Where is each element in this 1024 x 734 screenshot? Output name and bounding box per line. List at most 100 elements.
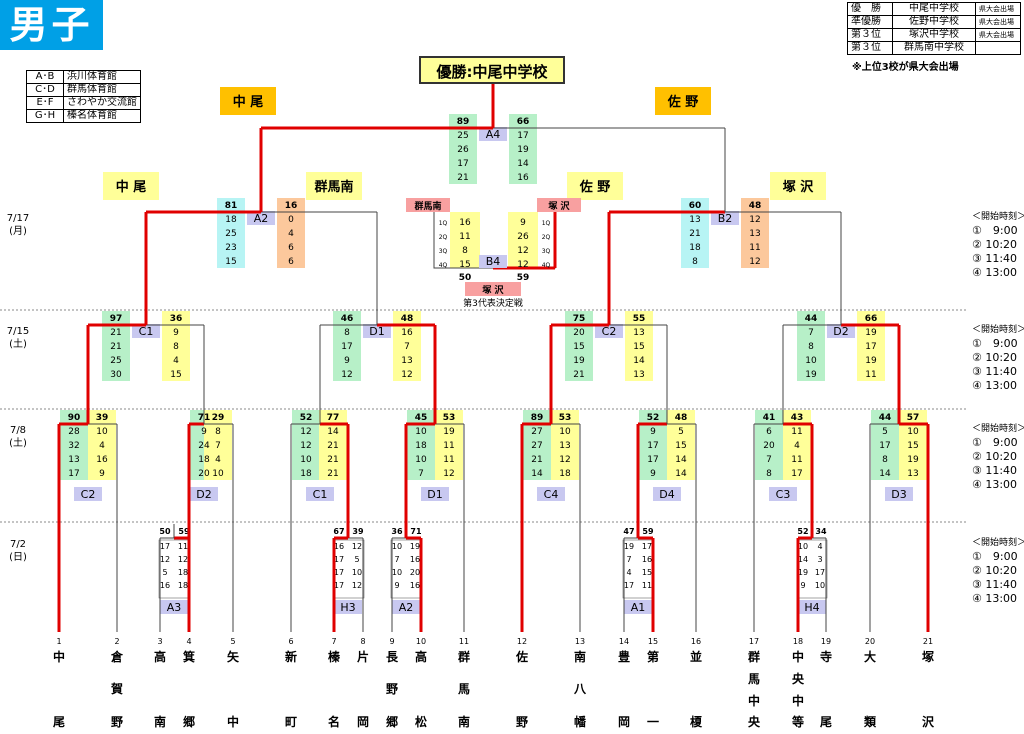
quarter-score-left: 21 xyxy=(110,342,121,352)
round-date: 7/17(月) xyxy=(6,213,30,237)
quarter-score-left: 20 xyxy=(198,469,210,479)
quarter-score-right: 21 xyxy=(327,469,338,479)
total-score-right: 48 xyxy=(675,413,688,423)
total-score-left: 47 xyxy=(623,527,634,536)
total-score-right: 66 xyxy=(517,117,530,127)
quarter-score-left: 14 xyxy=(879,469,891,479)
quarter-score-right: 14 xyxy=(675,469,687,479)
match-id-label xyxy=(363,324,391,338)
group-winner-name: 中 尾 xyxy=(116,179,147,195)
score-column-left xyxy=(407,410,435,480)
quarter-score-right: 4 xyxy=(794,441,800,451)
quarter-score-right: 14 xyxy=(517,159,529,169)
quarter-score-right: 21 xyxy=(327,441,338,451)
match-id-text: A3 xyxy=(167,601,182,614)
quarter-score-right: 19 xyxy=(907,455,919,465)
team-name: 郷 xyxy=(386,715,398,729)
team-number: 17 xyxy=(749,637,759,646)
quarter-score-right: 7 xyxy=(404,342,410,352)
match-id-text: C4 xyxy=(544,488,559,501)
quarter-score-right: 11 xyxy=(791,455,802,465)
total-score-right: 57 xyxy=(907,413,920,423)
team-name: 野 xyxy=(386,682,398,696)
quarter-score-right: 13 xyxy=(559,441,570,451)
quarter-score-right: 4 xyxy=(215,455,221,465)
score-column-left xyxy=(449,114,477,184)
quarter-score-right: 18 xyxy=(178,581,188,590)
quarter-score-left: 14 xyxy=(531,469,543,479)
quarter-score-right: 12 xyxy=(178,555,188,564)
team-name: 幡 xyxy=(574,714,587,729)
third-place-score-right xyxy=(508,212,538,268)
total-score-left: 36 xyxy=(391,527,403,536)
team-name: 中 xyxy=(792,693,804,708)
total-score-right: 66 xyxy=(865,314,878,324)
quarter-score-right: 15 xyxy=(642,568,652,577)
quarter-score-left: 13 xyxy=(68,455,79,465)
total-score-left: 44 xyxy=(805,314,818,324)
total-score-left: 75 xyxy=(573,314,586,324)
quarter-score-right: 10 xyxy=(212,469,224,479)
total-score-right: 29 xyxy=(212,413,225,423)
quarter-score-left: 20 xyxy=(763,441,775,451)
quarter-score-left: 25 xyxy=(457,131,468,141)
quarter-score-right: 15 xyxy=(675,441,686,451)
team-name: 中 xyxy=(748,693,760,708)
team-name: 央 xyxy=(748,714,761,729)
team-number: 19 xyxy=(821,637,831,646)
team-name: 等 xyxy=(791,714,804,729)
team-number: 1 xyxy=(56,637,61,646)
quarter-score-right: 12 xyxy=(559,455,570,465)
match-id-text: B2 xyxy=(718,212,733,225)
total-score-left: 44 xyxy=(879,413,892,423)
quarter-score-left: 21 xyxy=(573,370,584,380)
quarter-score-left: 18 xyxy=(198,455,210,465)
total-score-left: 52 xyxy=(797,527,808,536)
total-score-right: 59 xyxy=(517,273,530,283)
quarter-score-right: 0 xyxy=(288,215,294,225)
quarter-score-left: 17 xyxy=(334,581,344,590)
quarter-score-left: 27 xyxy=(531,441,542,451)
team-name: 一 xyxy=(647,715,659,729)
quarter-score-left: 17 xyxy=(160,542,170,551)
quarter-score-left: 10 xyxy=(415,427,427,437)
team-name: 榎 xyxy=(690,714,703,729)
quarter-label: 4Q xyxy=(542,262,551,269)
quarter-score-right: 17 xyxy=(815,568,825,577)
team-name: 並 xyxy=(690,649,702,664)
quarter-score-left: 18 xyxy=(689,243,701,253)
group-winner-name: 群馬南 xyxy=(314,179,353,195)
quarter-score-left: 17 xyxy=(334,555,344,564)
quarter-score-left: 16 xyxy=(160,581,170,590)
team-name: 群 xyxy=(457,649,470,664)
team-name: 高 xyxy=(154,649,166,664)
quarter-score-left: 7 xyxy=(418,469,424,479)
score-column-right xyxy=(277,198,305,268)
quarter-score-right: 10 xyxy=(815,581,825,590)
quarter-score-right: 19 xyxy=(865,356,877,366)
team-name: 馬 xyxy=(458,682,470,696)
quarter-score-left: 6 xyxy=(766,427,772,437)
group-winner-label xyxy=(655,87,711,115)
quarter-score-right: 14 xyxy=(675,455,687,465)
quarter-score-left: 24 xyxy=(198,441,210,451)
quarter-score-left: 7 xyxy=(626,555,631,564)
team-name: 豊 xyxy=(618,649,630,664)
total-score-right: 77 xyxy=(327,413,340,423)
quarter-score-left: 17 xyxy=(341,342,352,352)
team-name: 名 xyxy=(328,714,340,729)
quarter-score-right: 12 xyxy=(749,215,760,225)
quarter-score-right: 10 xyxy=(907,427,919,437)
results-table: 優 勝中尾中学校県大会出場準優勝佐野中学校県大会出場第３位塚沢中学校県大会出場第… xyxy=(847,2,1021,55)
team-name: 群 xyxy=(747,649,760,664)
score-column-right xyxy=(393,311,421,381)
third-place-winner-label xyxy=(465,282,521,296)
quarter-score-left: 5 xyxy=(882,427,888,437)
quarter-label: 1Q xyxy=(439,220,448,227)
team-number: 8 xyxy=(360,637,365,646)
team-name: 箕 xyxy=(183,649,195,664)
